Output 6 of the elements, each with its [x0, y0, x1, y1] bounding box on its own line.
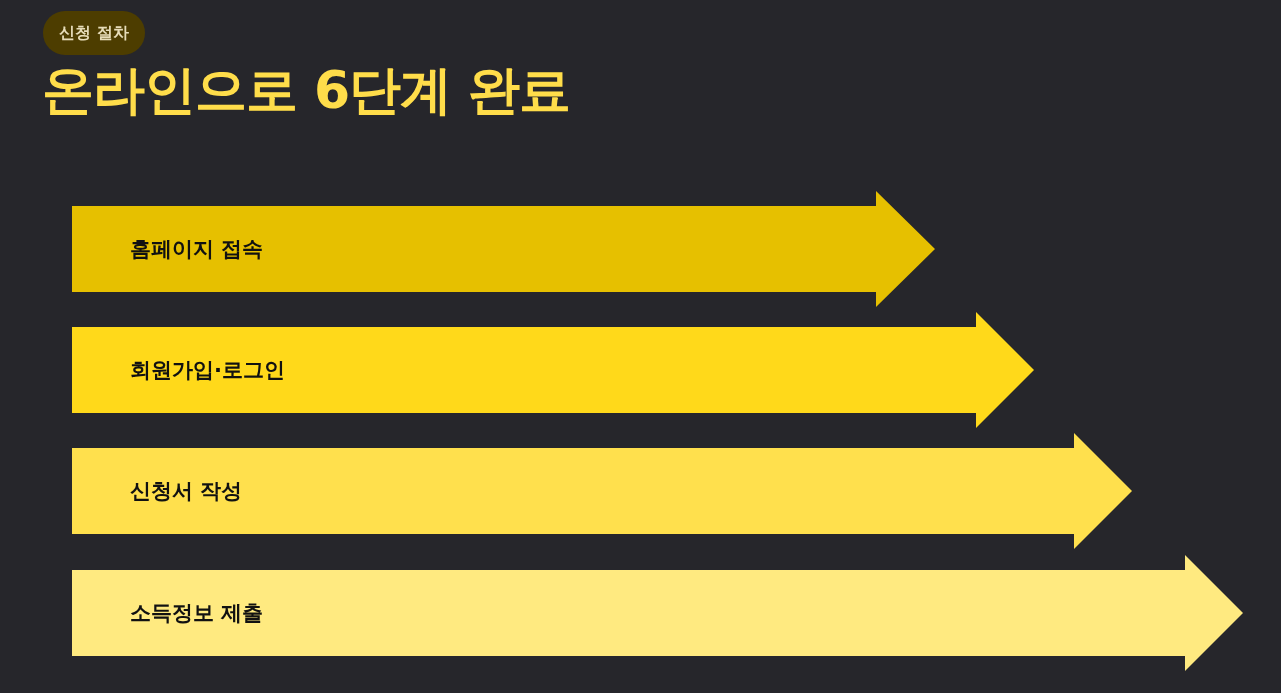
section-badge: 신청 절차	[43, 11, 145, 55]
step-label: 소득정보 제출	[130, 600, 264, 627]
step-label: 회원가입·로그인	[130, 357, 285, 384]
step-label: 신청서 작성	[130, 478, 243, 505]
page-title: 온라인으로 6단계 완료	[42, 59, 571, 122]
step-label: 홈페이지 접속	[130, 236, 264, 263]
